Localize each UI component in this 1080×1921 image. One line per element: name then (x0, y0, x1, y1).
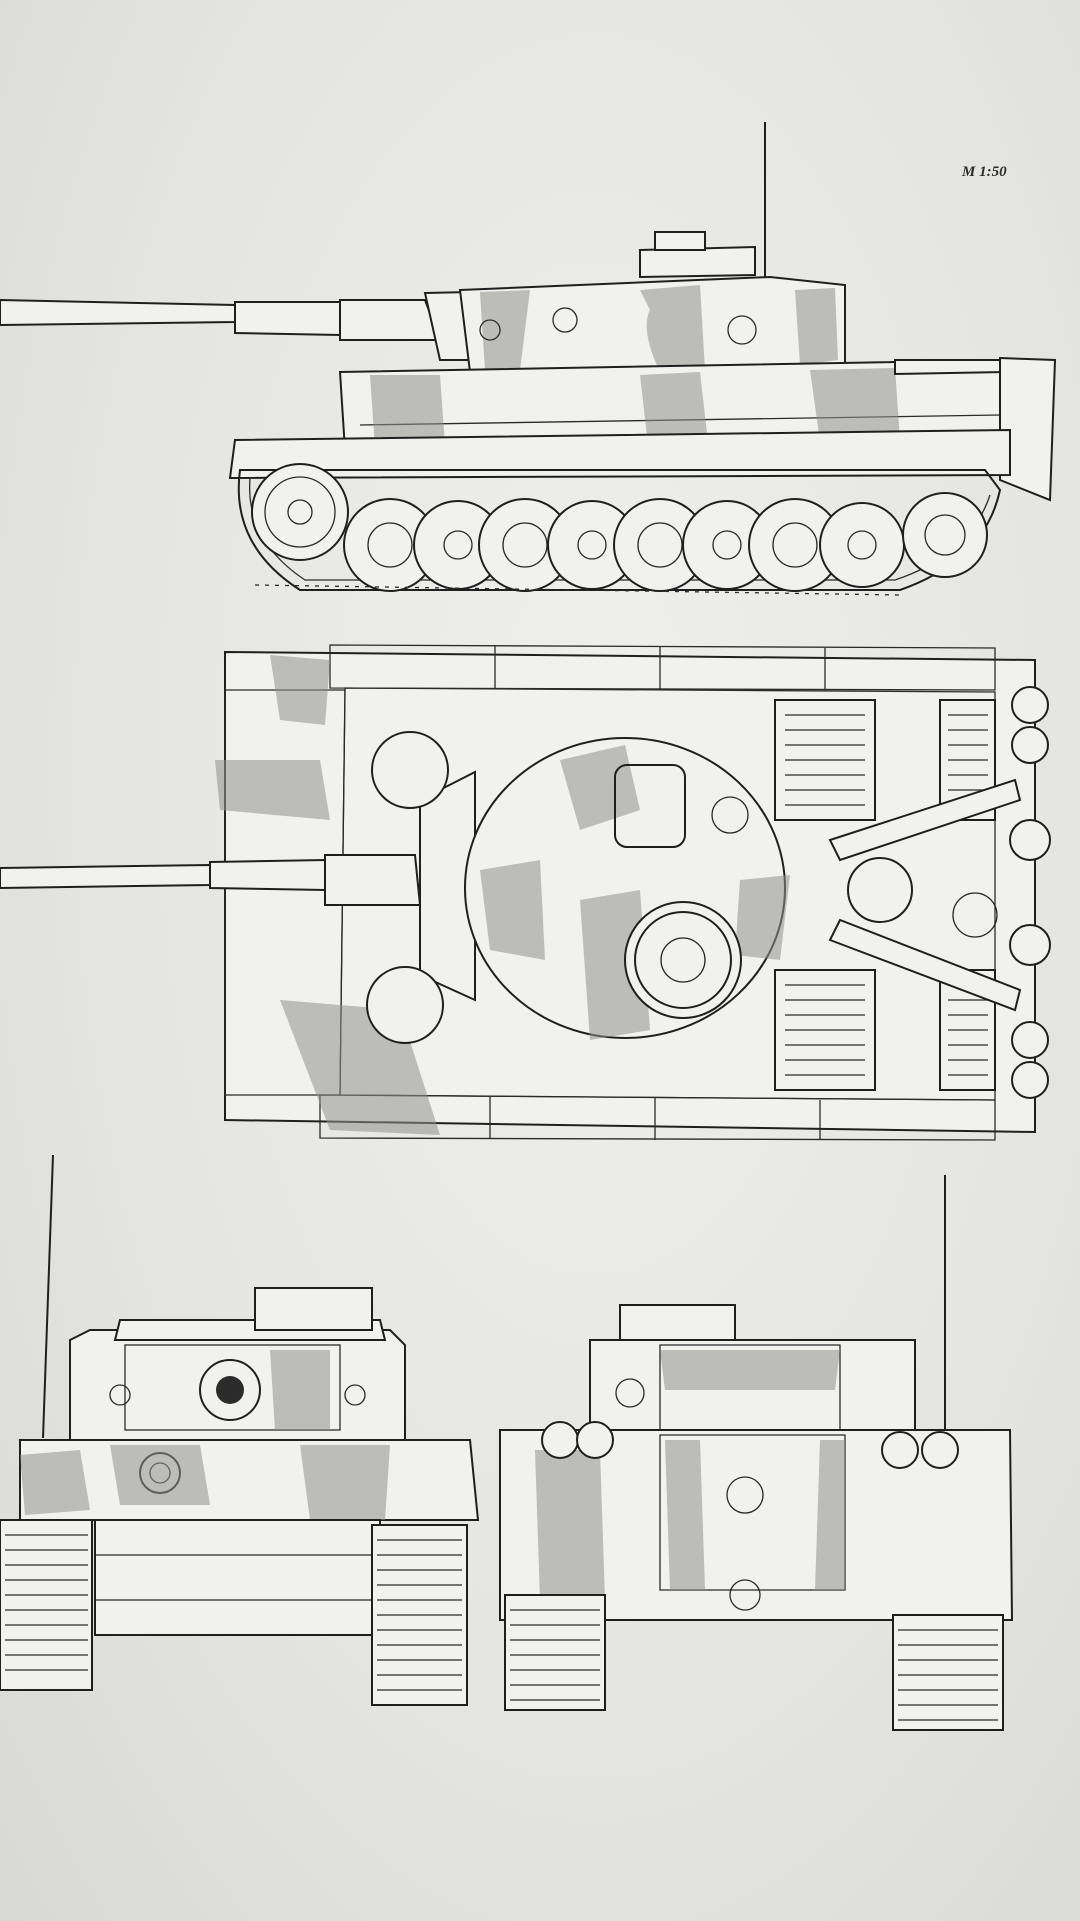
scale-label: M 1:50 (962, 164, 1007, 180)
tank-top-view (0, 644, 1051, 1141)
tank-side-view (0, 122, 1057, 596)
tank-rear-view (499, 1175, 1014, 1731)
tank-front-view (0, 1154, 480, 1706)
